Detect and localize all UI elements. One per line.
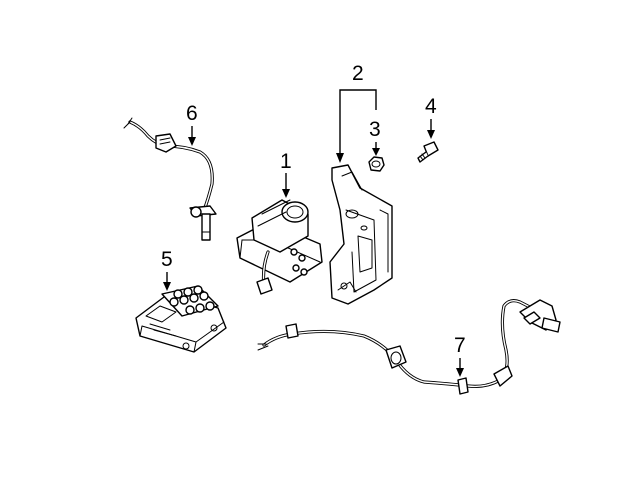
callout-5: 5 [161,248,173,291]
callout-2: 2 [336,62,377,163]
front-wheel-sensor-part[interactable] [123,117,217,241]
control-module-part[interactable] [135,285,227,353]
callout-5-label: 5 [161,248,173,271]
callout-7-label: 7 [454,334,466,357]
nut-part[interactable] [368,156,385,172]
abs-modulator-part[interactable] [236,199,323,295]
callout-1-label: 1 [280,150,292,173]
rear-wheel-sensor-part[interactable] [257,299,561,395]
callout-7: 7 [454,334,466,377]
callout-6: 6 [186,102,198,146]
callout-4-label: 4 [425,95,437,118]
callout-6-label: 6 [186,102,198,125]
callout-4: 4 [425,95,437,139]
callout-3-label: 3 [369,118,381,141]
callout-2-label: 2 [352,62,364,85]
mounting-bracket-part[interactable] [329,164,393,305]
callout-1: 1 [280,150,292,198]
callout-3: 3 [369,118,381,156]
bolt-part[interactable] [417,141,439,163]
